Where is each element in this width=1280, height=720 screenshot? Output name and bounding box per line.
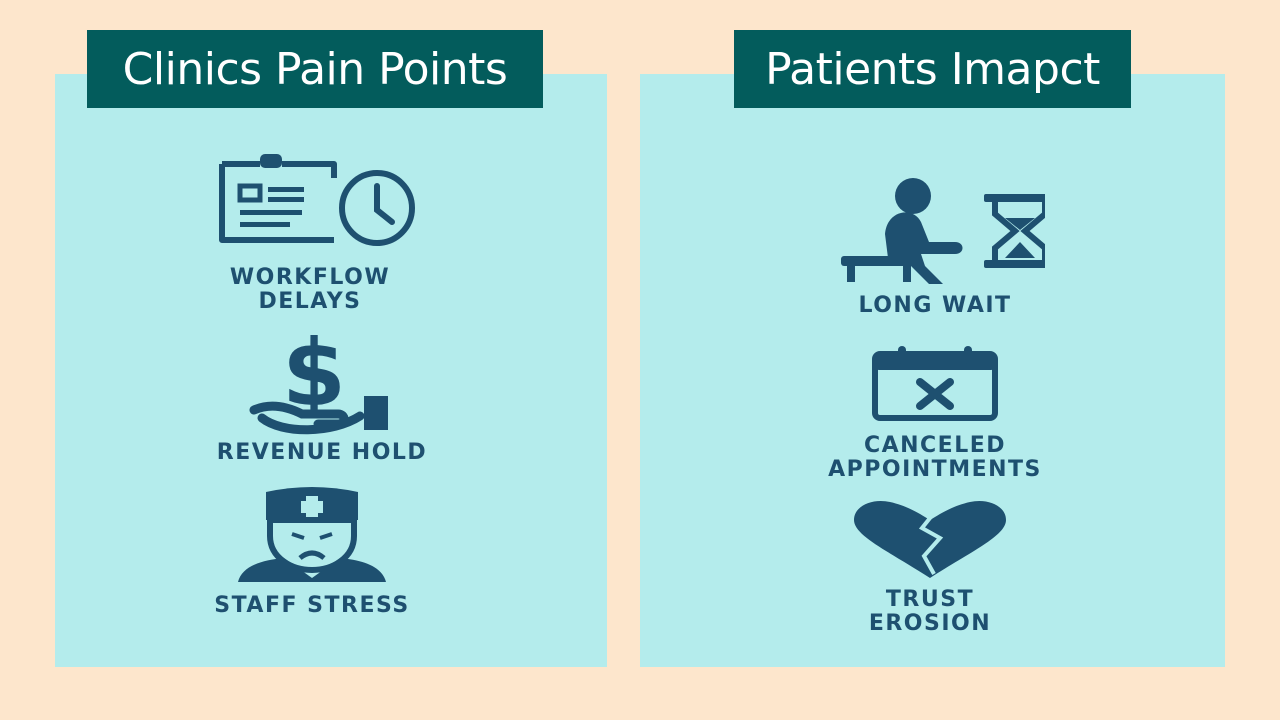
staff-stress-item: STAFF STRESS [172,486,452,618]
trust-erosion-label: TRUST EROSION [868,587,992,636]
long-wait-item: LONG WAIT [810,176,1060,318]
revenue-hold-label: REVENUE HOLD [216,440,428,465]
workflow-delays-label: WORKFLOW DELAYS [229,265,391,314]
dollar-hand-icon: $ [249,330,388,435]
canceled-appointments-label: CANCELED APPOINTMENTS [828,433,1042,482]
long-wait-label: LONG WAIT [858,293,1012,318]
waiting-person-hourglass-icon [841,178,1045,284]
revenue-hold-item: $ REVENUE HOLD [172,330,472,465]
clinics-pain-points-title: Clinics Pain Points [87,30,543,108]
clipboard-clock-icon [219,154,415,246]
broken-heart-icon [854,500,1006,578]
trust-erosion-item: TRUST EROSION [825,500,1035,636]
patients-impact-title: Patients Imapct [734,30,1131,108]
staff-stress-label: STAFF STRESS [214,593,410,618]
calendar-cancel-icon [872,346,998,421]
workflow-delays-item: WORKFLOW DELAYS [185,148,435,314]
stressed-nurse-icon [238,487,386,582]
canceled-appointments-item: CANCELED APPOINTMENTS [775,344,1095,482]
